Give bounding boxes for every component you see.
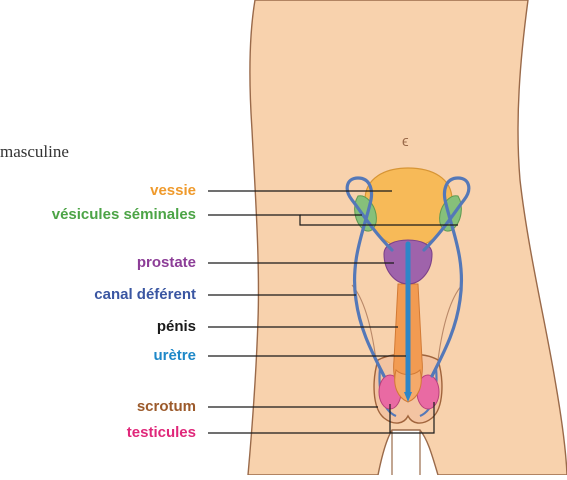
label-penis: pénis — [157, 318, 196, 336]
label-prostate: prostate — [137, 254, 196, 272]
label-vesicules-seminales: vésicules séminales — [52, 206, 196, 224]
caption-text: masculine — [0, 142, 69, 162]
label-uretre: urètre — [153, 347, 196, 365]
label-testicules: testicules — [127, 424, 196, 442]
label-vessie: vessie — [150, 182, 196, 200]
label-scrotum: scrotum — [137, 398, 196, 416]
label-canal-deferent: canal déférent — [94, 286, 196, 304]
navel-mark: ϵ — [402, 133, 409, 150]
